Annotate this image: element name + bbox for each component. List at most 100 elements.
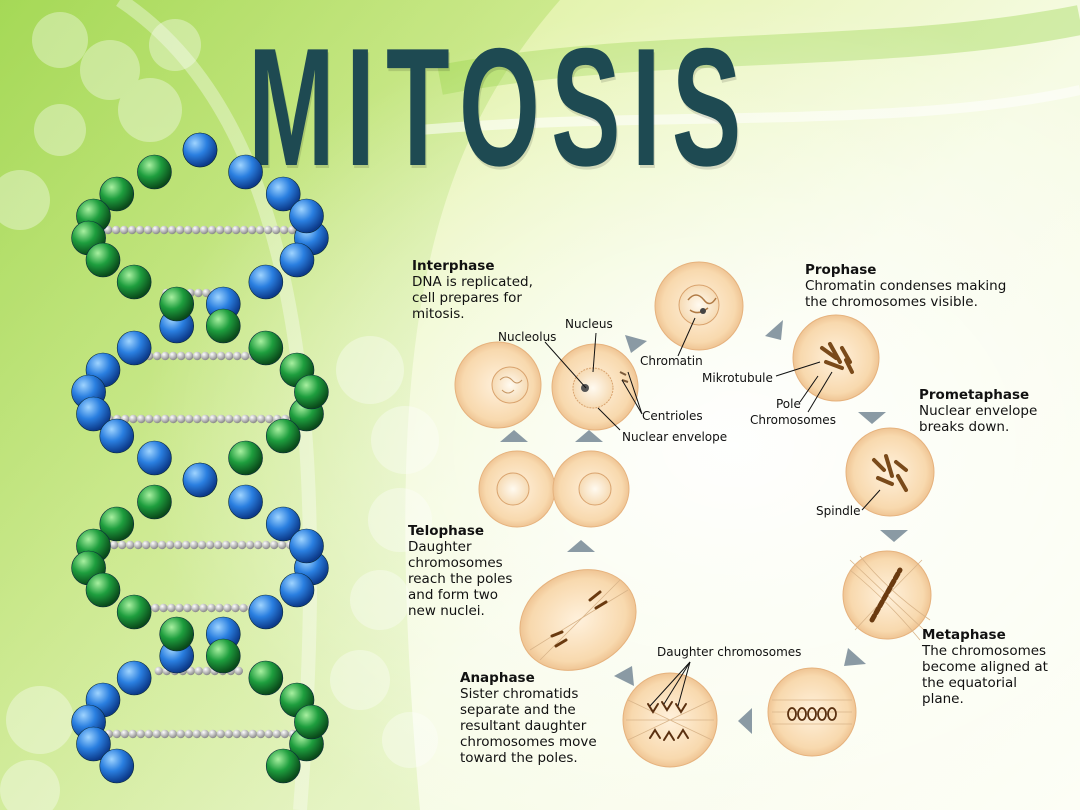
dna-rung-bead [199, 603, 208, 613]
label-nucleolus: Nucleolus [498, 330, 557, 344]
dna-rung-bead [157, 540, 167, 550]
dna-rung-bead [125, 540, 135, 550]
phase-prophase: Prophase Chromatin condenses making the … [805, 262, 1006, 310]
dna-strand-bead [182, 462, 218, 498]
dna-rung-bead [191, 603, 200, 613]
arrow-to-telophase [614, 666, 634, 686]
dna-strand-bead [265, 506, 301, 542]
dna-strand-bead [205, 638, 241, 674]
dna-rung-bead [154, 666, 163, 676]
phase-anaphase: Anaphase Sister chromatids separate and … [460, 670, 597, 766]
dna-rung-bead [191, 225, 201, 235]
dna-rung-bead [120, 729, 130, 739]
dna-strand-bead [265, 748, 301, 784]
dna-strand-bead [228, 484, 263, 520]
dna-rung-bead [208, 351, 218, 361]
dna-strand-bead [76, 726, 111, 762]
cell-anaphase [622, 672, 718, 768]
dna-strand-bead [76, 396, 111, 432]
phase-metaphase: Metaphase The chromosomes become aligned… [922, 627, 1048, 707]
label-chromatin: Chromatin [640, 354, 703, 368]
dna-rung-bead [176, 729, 186, 739]
phase-telophase: Telophase Daughter chromosomes reach the… [408, 523, 512, 619]
phase-interphase-desc: DNA is replicated, cell prepares for mit… [412, 274, 533, 322]
dna-rung-bead [224, 729, 234, 739]
dna-rung-bead [207, 603, 216, 613]
dna-strand-bead [159, 286, 195, 322]
dna-rung-bead [177, 414, 186, 424]
dna-strand-bead [99, 748, 135, 784]
dna-strand-bead [137, 440, 172, 476]
dna-rung-bead [261, 540, 271, 550]
dna-rung-bead [215, 225, 225, 235]
label-nuclear-envelope: Nuclear envelope [622, 430, 728, 444]
arrow-to-prometaphase [858, 412, 886, 424]
dna-rung-bead [232, 351, 242, 361]
dna-rung-bead [149, 540, 159, 550]
dna-strand-bead [99, 176, 135, 212]
dna-rung-bead [176, 351, 186, 361]
dna-rung-bead [143, 225, 153, 235]
arrow-to-interphase-2 [575, 430, 603, 442]
dna-strand-bead [228, 154, 263, 190]
phase-metaphase-desc: The chromosomes become aligned at the eq… [922, 643, 1048, 707]
dna-rung-bead [152, 351, 162, 361]
dna-strand-bead [116, 264, 152, 300]
dna-rung-bead [133, 540, 143, 550]
phase-anaphase-desc: Sister chromatids separate and the resul… [460, 686, 597, 766]
dna-rung-bead [216, 351, 226, 361]
dna-rung-bead [280, 729, 290, 739]
dna-rung-bead [223, 225, 233, 235]
phase-prophase-desc: Chromatin condenses making the chromosom… [805, 278, 1007, 310]
dna-rung-bead [209, 414, 218, 424]
dna-rung-bead [144, 729, 154, 739]
dna-rung-bead [221, 540, 231, 550]
dna-strand-bead [248, 330, 284, 366]
dna-rung-bead [169, 414, 178, 424]
phase-prometaphase-desc: Nuclear envelope breaks down. [919, 403, 1038, 435]
dna-rung-bead [208, 729, 218, 739]
label-pole: Pole [776, 397, 801, 411]
dna-strand-bead [265, 418, 301, 454]
dna-rung-bead [201, 414, 210, 424]
dna-rung-bead [136, 729, 146, 739]
dna-rung-bead [145, 414, 154, 424]
dna-rung-bead [215, 603, 224, 613]
dna-rung-bead [241, 414, 250, 424]
label-centrioles: Centrioles [642, 409, 703, 423]
dna-rung-bead [141, 540, 151, 550]
dna-rung-bead [109, 540, 119, 550]
dna-rung-bead [202, 666, 211, 676]
dna-strand-bead [99, 506, 135, 542]
dna-rung-bead [217, 414, 226, 424]
dna-rung-bead [257, 414, 266, 424]
dna-strand-bead [116, 660, 152, 696]
dna-rung-bead [168, 729, 178, 739]
cell-anaphase-start [767, 667, 857, 757]
dna-rung-bead [271, 225, 281, 235]
dna-strand-bead [279, 572, 315, 608]
dna-rung-bead [247, 225, 257, 235]
dna-rung-bead [167, 603, 176, 613]
dna-rung-bead [194, 288, 203, 298]
dna-helix-illustration [71, 132, 329, 784]
dna-rung-bead [200, 351, 210, 361]
arrow-interphase-to-prophase [625, 335, 647, 353]
dna-strand-bead [289, 198, 324, 234]
dna-strand-bead [99, 418, 135, 454]
dna-rung-bead [119, 225, 129, 235]
phase-interphase-name: Interphase [412, 258, 495, 274]
dna-rung-bead [233, 414, 242, 424]
cell-telophase [519, 569, 637, 671]
arrow-to-cytokinesis [567, 540, 595, 552]
dna-strand-bead [85, 242, 121, 278]
phase-prometaphase: Prometaphase Nuclear envelope breaks dow… [919, 387, 1037, 435]
arrow-to-interphase [500, 430, 528, 442]
dna-strand-bead [294, 374, 329, 410]
dna-rung-bead [279, 225, 289, 235]
dna-rung-bead [160, 351, 170, 361]
dna-rung-bead [256, 729, 266, 739]
dna-rung-bead [237, 540, 247, 550]
dna-strand-bead [137, 484, 172, 520]
